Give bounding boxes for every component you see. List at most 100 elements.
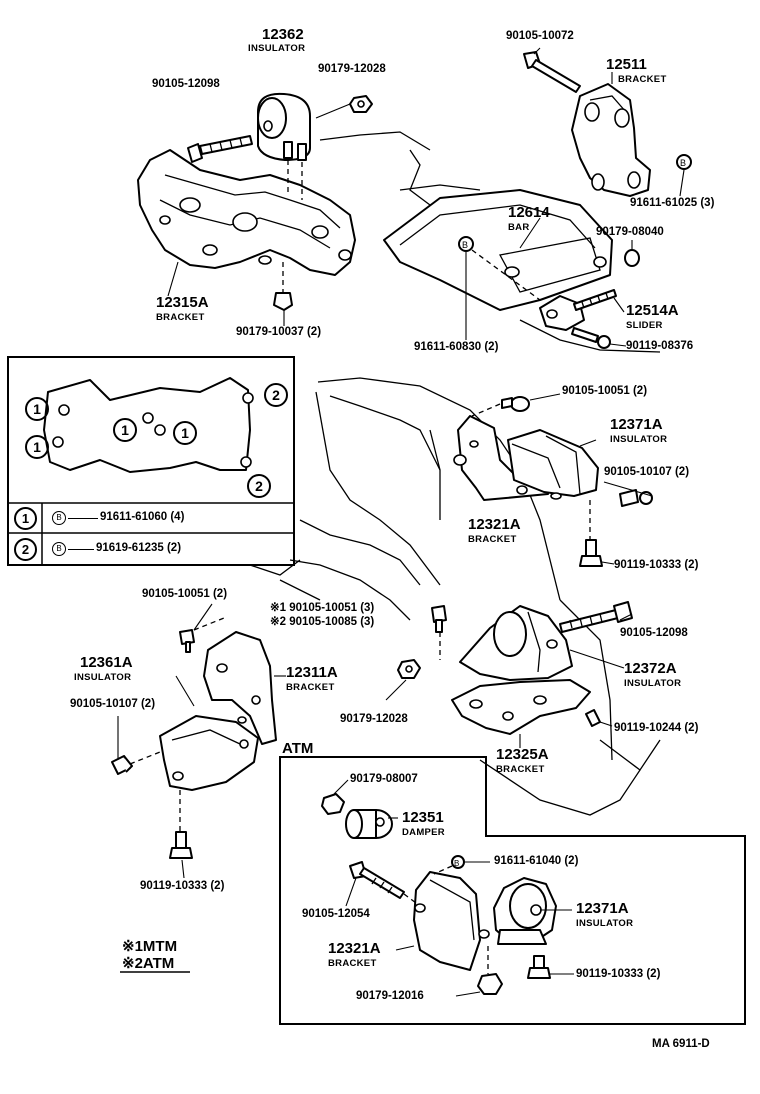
label-12325A-desc: BRACKET — [496, 764, 545, 775]
bolt-90119-10333-left — [169, 831, 193, 859]
bolt-90105-10072 — [523, 51, 581, 93]
bolt-90105-12098-top — [187, 135, 253, 163]
label-12614-desc: BAR — [508, 222, 530, 233]
legend-atm: ※2ATM — [122, 955, 175, 972]
label-12321A: 12321A — [468, 516, 521, 533]
inset-marker-1-a: 1 — [25, 397, 49, 421]
bolt-90105-10107-left — [111, 755, 133, 775]
label-12315A: 12315A — [156, 294, 209, 311]
label-12371A-atm-desc: INSULATOR — [576, 918, 634, 929]
svg-text:B: B — [454, 859, 459, 868]
atm-box-title: ATM — [282, 740, 314, 757]
insulator-12371A-atm — [493, 877, 557, 945]
label-90119-08376: 90119-08376 — [626, 340, 694, 352]
inset-row-1-leader — [68, 518, 98, 519]
inset-row-2-part: 91619-61235 (2) — [96, 542, 182, 554]
label-12371A-atm: 12371A — [576, 900, 629, 917]
inset-marker-2-b: 2 — [247, 474, 271, 498]
label-12351-desc: DAMPER — [402, 827, 445, 838]
label-12311A-desc: BRACKET — [286, 682, 335, 693]
label-91611-61025: 91611-61025 (3) — [630, 197, 715, 209]
bolt-90119-08376 — [571, 327, 611, 349]
label-90105-10051-left: 90105-10051 (2) — [142, 588, 228, 600]
label-90119-10333-left: 90119-10333 (2) — [140, 880, 225, 892]
label-91611-61040: 91611-61040 (2) — [494, 855, 579, 867]
label-12371A: 12371A — [610, 416, 663, 433]
label-90119-10333-right: 90119-10333 (2) — [614, 559, 699, 571]
nut-90179-12028-mid — [397, 659, 421, 679]
bolt-90105-10051-left — [179, 629, 195, 653]
label-12614: 12614 — [508, 204, 550, 221]
label-12325A: 12325A — [496, 746, 549, 763]
bar-12614 — [383, 189, 613, 311]
figure-code: MA 6911-D — [652, 1038, 710, 1050]
label-12361A-desc: INSULATOR — [74, 672, 132, 683]
damper-12351 — [345, 809, 393, 839]
label-12311A: 12311A — [286, 664, 338, 681]
insulator-12372A — [459, 605, 573, 681]
label-90179-12028-mid: 90179-12028 — [340, 713, 408, 725]
bracket-12511 — [571, 83, 651, 197]
bolt-90105-10051-right — [501, 396, 530, 412]
label-90119-10333-atm: 90119-10333 (2) — [576, 968, 661, 980]
label-ref-mtm-bolt: ※1 90105-10051 (3) — [270, 602, 375, 614]
nut-90179-10037 — [273, 292, 293, 311]
bolt-90119-10244 — [585, 709, 601, 727]
slider-12514A — [539, 289, 617, 331]
nut-91611-61025: B — [676, 154, 692, 170]
label-90105-12054: 90105-12054 — [302, 908, 370, 920]
label-12511: 12511 — [606, 56, 647, 73]
engine-outline — [249, 131, 661, 816]
label-ref-atm-bolt: ※2 90105-10085 (3) — [270, 616, 375, 628]
label-91611-60830: 91611-60830 (2) — [414, 341, 499, 353]
atm-box — [279, 756, 746, 1025]
inset-box — [7, 356, 295, 566]
nut-90179-12016 — [477, 973, 503, 995]
label-12362: 12362 — [262, 26, 304, 43]
label-90179-12028-top: 90179-12028 — [318, 63, 386, 75]
bracket-12321A-atm — [413, 871, 490, 971]
inset-row-2-marker: 2 — [14, 538, 37, 561]
insulator-12371A — [507, 429, 599, 500]
label-90105-12098-top: 90105-12098 — [152, 78, 220, 90]
inset-row-1-part: 91611-61060 (4) — [100, 511, 185, 523]
label-12371A-desc: INSULATOR — [610, 434, 668, 445]
nut-90179-12028-top — [349, 95, 373, 113]
insulator-12362 — [257, 92, 311, 161]
label-90179-08040: 90179-08040 — [596, 226, 664, 238]
inset-row-2-nut-icon: B — [52, 542, 66, 556]
label-90105-12098-mid: 90105-12098 — [620, 627, 688, 639]
legend-mtm: ※1MTM — [122, 938, 178, 955]
bracket-12315A — [137, 149, 356, 276]
label-90105-10107-right: 90105-10107 (2) — [604, 466, 690, 478]
inset-marker-2-a: 2 — [264, 383, 288, 407]
bolt-90105-12098-mid — [559, 601, 633, 633]
label-12372A: 12372A — [624, 660, 677, 677]
bracket-12311A — [203, 631, 277, 745]
svg-text:B: B — [462, 240, 468, 250]
label-90105-10107-left: 90105-10107 (2) — [70, 698, 156, 710]
nut-91611-60830: B — [458, 236, 474, 252]
inset-row-1-nut-icon: B — [52, 511, 66, 525]
bolt-ref-center — [431, 605, 447, 633]
bolt-90105-10107-right — [619, 489, 653, 507]
label-90105-10072: 90105-10072 — [506, 30, 574, 42]
label-12372A-desc: INSULATOR — [624, 678, 682, 689]
label-12321A-desc: BRACKET — [468, 534, 517, 545]
label-12321A-atm-desc: BRACKET — [328, 958, 377, 969]
label-12514A: 12514A — [626, 302, 679, 319]
label-12351: 12351 — [402, 809, 444, 826]
inset-row-2-leader — [68, 549, 94, 550]
svg-text:B: B — [680, 158, 686, 168]
label-12361A: 12361A — [80, 654, 133, 671]
bolt-90105-12054 — [349, 861, 405, 899]
label-90179-12016: 90179-12016 — [356, 990, 424, 1002]
label-12315A-desc: BRACKET — [156, 312, 205, 323]
inset-marker-1-c: 1 — [113, 418, 137, 442]
nut-90179-08040 — [624, 249, 640, 267]
label-12514A-desc: SLIDER — [626, 320, 663, 331]
label-12362-desc: INSULATOR — [248, 43, 306, 54]
label-90179-10037: 90179-10037 (2) — [236, 326, 322, 338]
bolt-90119-10333-right — [579, 539, 603, 567]
